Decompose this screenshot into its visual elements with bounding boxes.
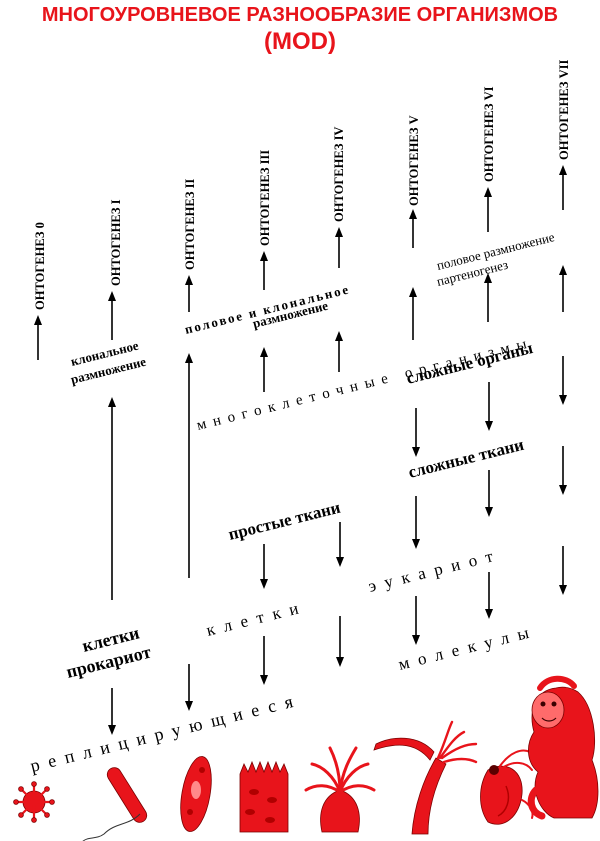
bacterium-icon xyxy=(82,767,148,841)
anemone-icon xyxy=(304,746,376,833)
simple-tissues-label: простые ткани xyxy=(226,498,342,544)
ontogenesis-0-label: ОНТОГЕНЕЗ 0 xyxy=(33,222,47,310)
upward-arrows xyxy=(34,165,567,600)
ontogenesis-2-label: ОНТОГЕНЕЗ II xyxy=(183,179,197,270)
ontogenesis-4-label: ОНТОГЕНЕЗ IV xyxy=(332,127,346,222)
replicating-label: реплицирующиеся xyxy=(28,689,303,776)
ontogenesis-5-label: ОНТОГЕНЕЗ V xyxy=(407,115,421,206)
ontogenesis-6-label: ОНТОГЕНЕЗ VI xyxy=(482,86,496,182)
downward-arrows xyxy=(108,356,567,735)
ontogenesis-3-label: ОНТОГЕНЕЗ III xyxy=(258,150,272,246)
page-title: МНОГОУРОВНЕВОЕ РАЗНООБРАЗИЕ ОРГАНИЗМОВ xyxy=(41,4,559,26)
complex-tissues-label: сложные ткани xyxy=(406,435,526,482)
organisms-row xyxy=(13,675,599,841)
ontogenesis-1-label: ОНТОГЕНЕЗ I xyxy=(109,199,123,286)
eukaryote-label: эукариот xyxy=(366,544,503,595)
virus-icon xyxy=(13,781,55,823)
ontogenesis-7-label: ОНТОГЕНЕЗ VII xyxy=(557,60,571,160)
paramecium-icon xyxy=(180,756,212,832)
sponge-icon xyxy=(239,760,289,833)
hydroid-icon xyxy=(373,720,478,835)
molecules-label: молекулы xyxy=(396,621,539,674)
monkey-icon xyxy=(527,675,599,820)
daphnia-icon xyxy=(480,749,534,825)
cells-label: клетки xyxy=(204,597,309,640)
page-subtitle: (MOD) xyxy=(264,28,336,55)
